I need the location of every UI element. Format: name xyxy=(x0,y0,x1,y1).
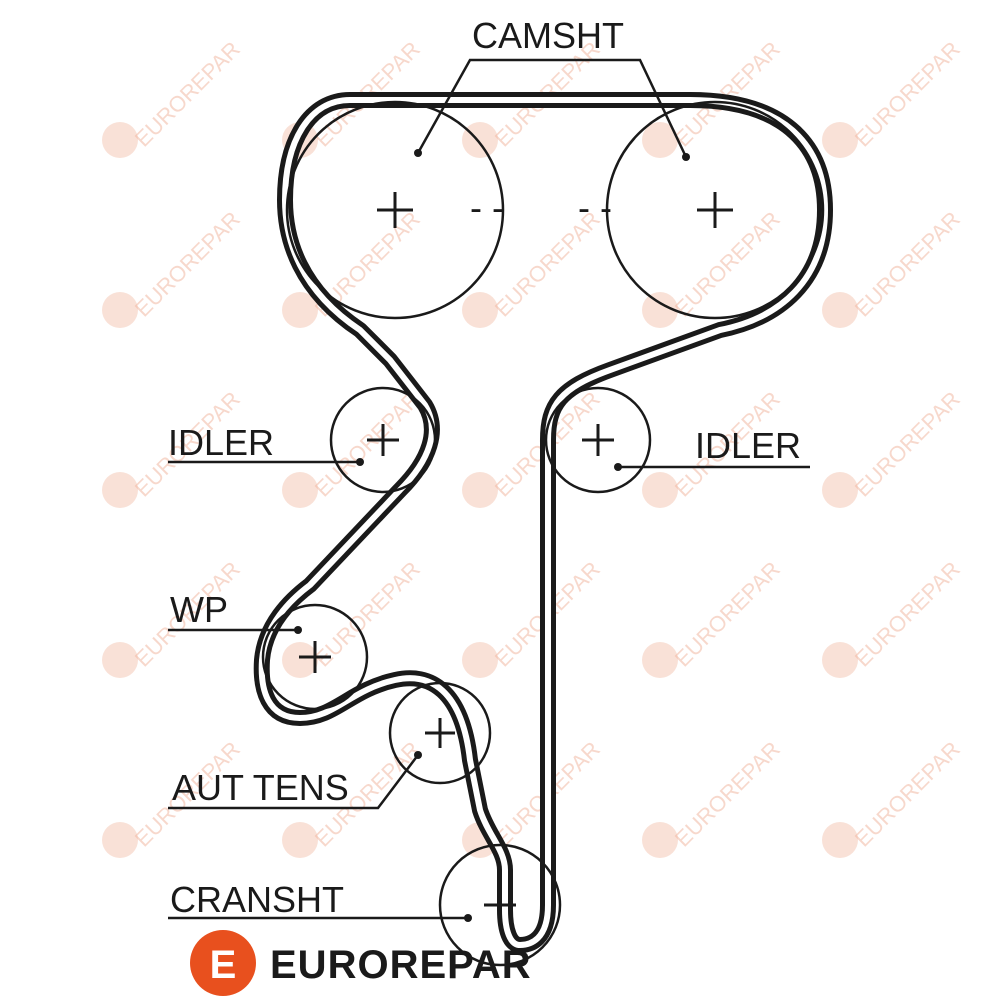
watermark-logo-icon xyxy=(462,122,498,158)
watermark-text: EUROREPAR xyxy=(670,736,785,851)
watermark-mark: EUROREPAR xyxy=(822,36,965,158)
timing-mark-right: - - xyxy=(578,187,612,228)
watermark-mark: EUROREPAR xyxy=(282,556,425,678)
watermark-logo-icon xyxy=(822,292,858,328)
watermark-logo-icon xyxy=(642,822,678,858)
watermark-text: EUROREPAR xyxy=(850,206,965,321)
camshaft-label: CAMSHT xyxy=(472,15,624,56)
watermark-logo-icon xyxy=(822,642,858,678)
watermark-mark: EUROREPAR xyxy=(102,36,245,158)
crankshaft-pulley xyxy=(438,843,562,967)
watermark-mark: EUROREPAR xyxy=(822,556,965,678)
brand-logo-letter: E xyxy=(210,943,237,987)
watermark-logo-icon xyxy=(642,292,678,328)
auto-tensioner-leader xyxy=(168,754,419,810)
watermark-mark: EUROREPAR xyxy=(102,206,245,328)
watermark-logo-icon xyxy=(282,642,318,678)
idler-left-label: IDLER xyxy=(168,422,274,463)
watermark-mark: EUROREPAR xyxy=(642,556,785,678)
watermark-logo-icon xyxy=(642,642,678,678)
watermark-logo-icon xyxy=(102,822,138,858)
watermark-text: EUROREPAR xyxy=(850,36,965,151)
watermark-logo-icon xyxy=(282,292,318,328)
watermark-logo-icon xyxy=(282,822,318,858)
watermark-logo-icon xyxy=(462,292,498,328)
watermark-text: EUROREPAR xyxy=(130,36,245,151)
watermark-text: EUROREPAR xyxy=(670,556,785,671)
camshaft-pulley-left xyxy=(285,100,505,320)
auto-tensioner-pulley xyxy=(388,681,492,785)
watermark-logo-icon xyxy=(822,122,858,158)
watermark-logo-icon xyxy=(822,472,858,508)
water-pump-label: WP xyxy=(170,589,228,630)
brand-logo-icon xyxy=(190,930,256,996)
water-pump-pulley xyxy=(261,603,369,711)
idler-right-label: IDLER xyxy=(695,425,801,466)
leader-lines xyxy=(168,58,810,922)
auto-tensioner-label: AUT TENS xyxy=(172,767,349,808)
timing-belt-core xyxy=(258,97,828,948)
camshaft-pulley-right xyxy=(605,100,825,320)
watermark-logo-icon xyxy=(462,472,498,508)
watermark-logo-icon xyxy=(462,642,498,678)
watermark-logo-icon xyxy=(822,822,858,858)
crankshaft-label: CRANSHT xyxy=(170,879,344,920)
watermark-text: EUROREPAR xyxy=(850,556,965,671)
timing-belt xyxy=(253,92,833,953)
watermark-mark: EUROREPAR xyxy=(642,736,785,858)
brand-logo: E EUROREPAR xyxy=(190,930,532,996)
watermark-text: EUROREPAR xyxy=(130,206,245,321)
timing-mark-left: - - xyxy=(470,187,504,228)
watermark-logo-icon xyxy=(642,472,678,508)
watermark-mark: EUROREPAR xyxy=(462,556,605,678)
watermark-logo-icon xyxy=(102,292,138,328)
watermark-logo-icon xyxy=(102,122,138,158)
idler-pulley-left xyxy=(329,386,437,494)
watermark-logo-icon xyxy=(282,472,318,508)
watermark-mark: EUROREPAR xyxy=(822,736,965,858)
idler-pulley-right xyxy=(544,386,652,494)
watermark-logo-icon xyxy=(642,122,678,158)
watermark-mark: EUROREPAR xyxy=(822,386,965,508)
brand-name: EUROREPAR xyxy=(270,943,532,987)
watermark-text: EUROREPAR xyxy=(850,736,965,851)
watermark-mark: EUROREPAR xyxy=(822,206,965,328)
watermark-logo-icon xyxy=(102,642,138,678)
watermark-logo-icon xyxy=(102,472,138,508)
watermark-text: EUROREPAR xyxy=(850,386,965,501)
camshaft-leader xyxy=(416,58,688,158)
